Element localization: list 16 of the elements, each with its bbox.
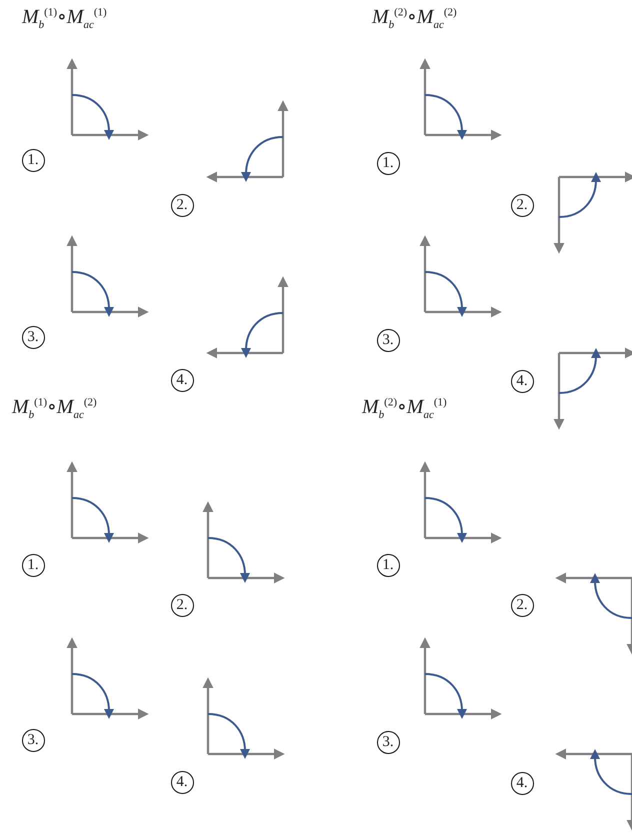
step-number: 2. xyxy=(170,594,194,616)
step-number: 3. xyxy=(22,326,44,348)
step-number: 2. xyxy=(170,194,194,216)
step-number: 3. xyxy=(376,730,400,754)
step-number: 4. xyxy=(170,770,194,794)
step-number: 4. xyxy=(170,368,194,392)
step-number: 3. xyxy=(376,328,400,352)
step-number: 1. xyxy=(22,554,44,576)
step-number: 3. xyxy=(22,728,44,752)
step-number: 1. xyxy=(22,148,44,172)
step-number: 4. xyxy=(510,370,534,392)
step-number: 2. xyxy=(510,594,534,616)
step-number: 1. xyxy=(376,554,400,576)
step-number: 4. xyxy=(510,772,534,794)
step-number: 2. xyxy=(510,194,534,216)
step-number: 1. xyxy=(376,152,400,174)
